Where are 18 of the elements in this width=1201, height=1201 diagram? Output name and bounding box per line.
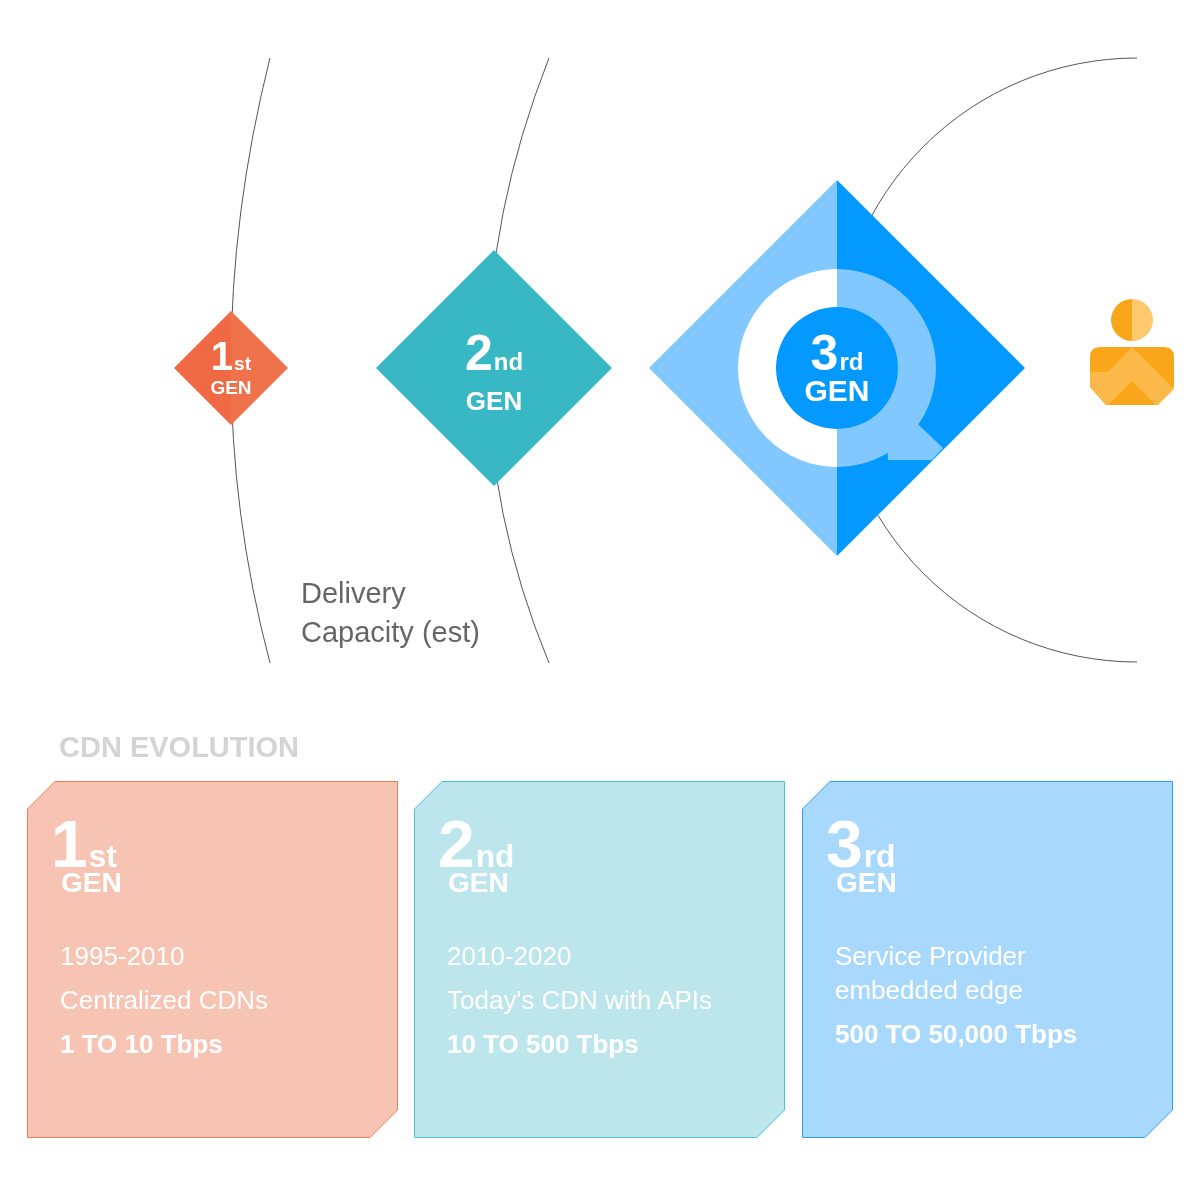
description-text: 1995-2010 [60,940,186,973]
generation-card [414,781,785,1138]
generation-card [27,781,398,1138]
description-text: Today's CDN with APIs [447,984,714,1017]
capacity-text: 1 TO 10 Tbps [60,1028,224,1061]
capacity-text: 500 TO 50,000 Tbps [835,1018,1079,1051]
axis-caption: Delivery Capacity (est) [301,576,481,650]
capacity-text: 10 TO 500 Tbps [447,1028,640,1061]
generation-diamond [174,311,288,425]
generation-diamond [376,250,612,486]
generation-label: GEN [464,388,524,414]
generation-card [802,781,1173,1138]
generation-label: GEN [803,376,871,406]
generation-label: GEN [209,378,253,397]
description-text: Service Provider embedded edge [835,940,1027,1007]
description-text: 2010-2020 [447,940,573,973]
generation-diamond [649,180,1025,556]
description-text: Centralized CDNs [60,984,270,1017]
